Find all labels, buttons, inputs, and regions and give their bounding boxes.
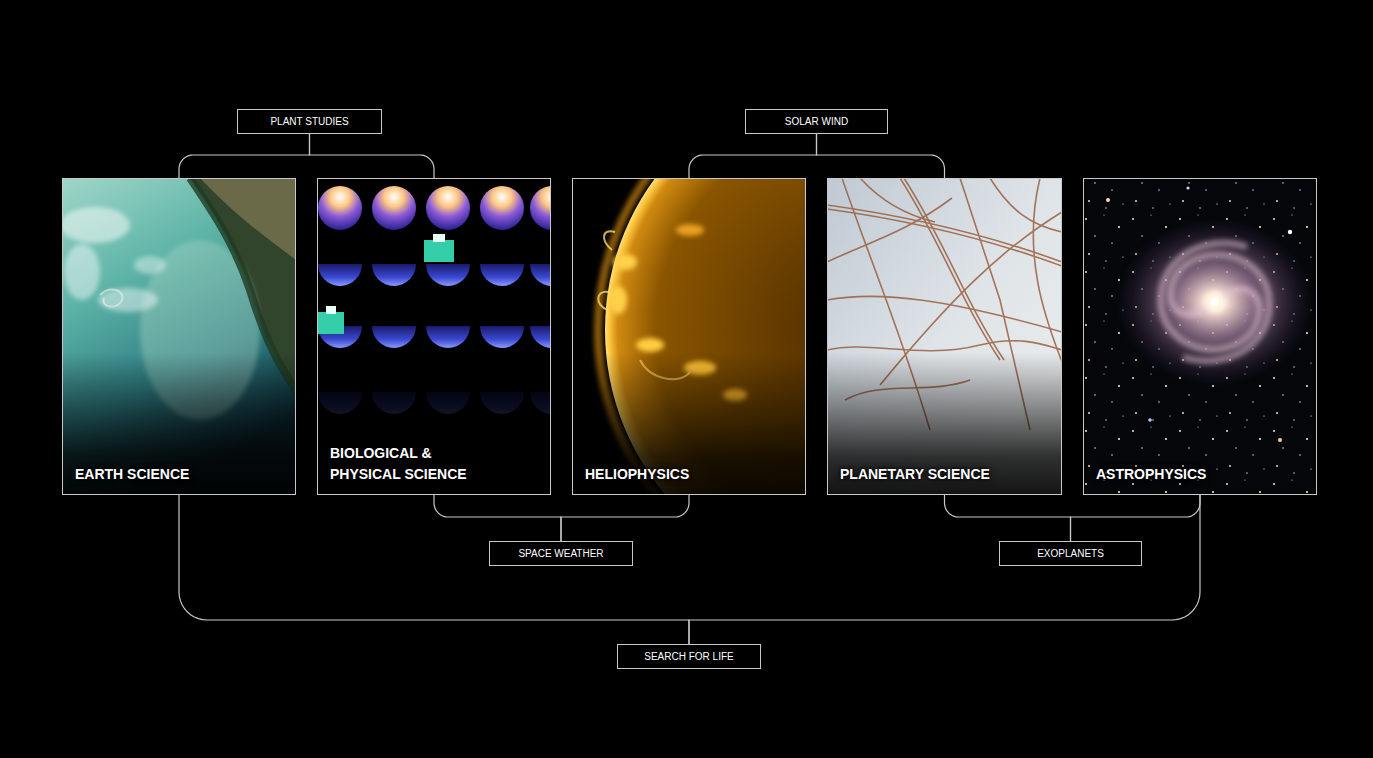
background	[317, 178, 551, 495]
bracket-line	[817, 134, 945, 178]
star-field	[1083, 178, 1317, 495]
science-panel: BIOLOGICAL & PHYSICAL SCIENCE	[317, 178, 551, 495]
star	[1278, 438, 1282, 442]
bracket-line	[1071, 495, 1201, 541]
theme-label: EXOPLANETS	[1037, 548, 1104, 560]
theme-tag: EXOPLANETS	[999, 541, 1142, 566]
galaxy-halo	[1115, 217, 1315, 387]
spiral-arm	[1170, 255, 1269, 361]
bracket-line	[310, 134, 435, 178]
shade	[62, 178, 296, 495]
science-panel: PLANETARY SCIENCE	[827, 178, 1062, 495]
theme-label: SEARCH FOR LIFE	[644, 651, 733, 663]
theme-tag: SPACE WEATHER	[489, 541, 633, 566]
galaxy-core	[1205, 292, 1225, 312]
sun-image	[572, 178, 806, 495]
panel-title: EARTH SCIENCE	[75, 464, 283, 484]
bracket-line	[561, 495, 689, 541]
theme-tag: PLANT STUDIES	[237, 109, 382, 134]
star	[1186, 186, 1189, 189]
theme-label: SPACE WEATHER	[518, 548, 603, 560]
theme-label: PLANT STUDIES	[270, 116, 348, 128]
science-panel: HELIOPHYSICS	[572, 178, 806, 495]
galaxy-image	[1083, 178, 1317, 495]
theme-tag: SOLAR WIND	[745, 109, 888, 134]
galaxy-core	[1211, 298, 1219, 306]
star	[1288, 230, 1292, 234]
background	[572, 178, 806, 495]
science-panel: EARTH SCIENCE	[62, 178, 296, 495]
bracket-line	[434, 495, 561, 541]
bracket-line	[179, 495, 689, 644]
panel-title: PLANETARY SCIENCE	[840, 464, 1049, 484]
space	[1083, 178, 1317, 495]
land	[62, 178, 296, 495]
bracket-line	[179, 134, 310, 178]
europa-image	[827, 178, 1062, 495]
theme-tag: SEARCH FOR LIFE	[617, 644, 761, 669]
flame-image	[317, 178, 551, 495]
bracket-line	[689, 134, 817, 178]
star	[1148, 418, 1152, 422]
star	[1106, 198, 1110, 202]
earth-image	[62, 178, 296, 495]
shade	[317, 178, 551, 495]
ice-surface	[827, 178, 1062, 495]
shade	[572, 178, 806, 495]
theme-label: SOLAR WIND	[785, 116, 848, 128]
panel-title: HELIOPHYSICS	[585, 464, 793, 484]
shade	[827, 178, 1062, 495]
panel-title: ASTROPHYSICS	[1096, 464, 1304, 484]
sea	[62, 178, 296, 495]
panel-title: BIOLOGICAL & PHYSICAL SCIENCE	[330, 443, 480, 484]
bracket-line	[689, 495, 1200, 644]
bracket-line	[945, 495, 1071, 541]
science-panel: ASTROPHYSICS	[1083, 178, 1317, 495]
